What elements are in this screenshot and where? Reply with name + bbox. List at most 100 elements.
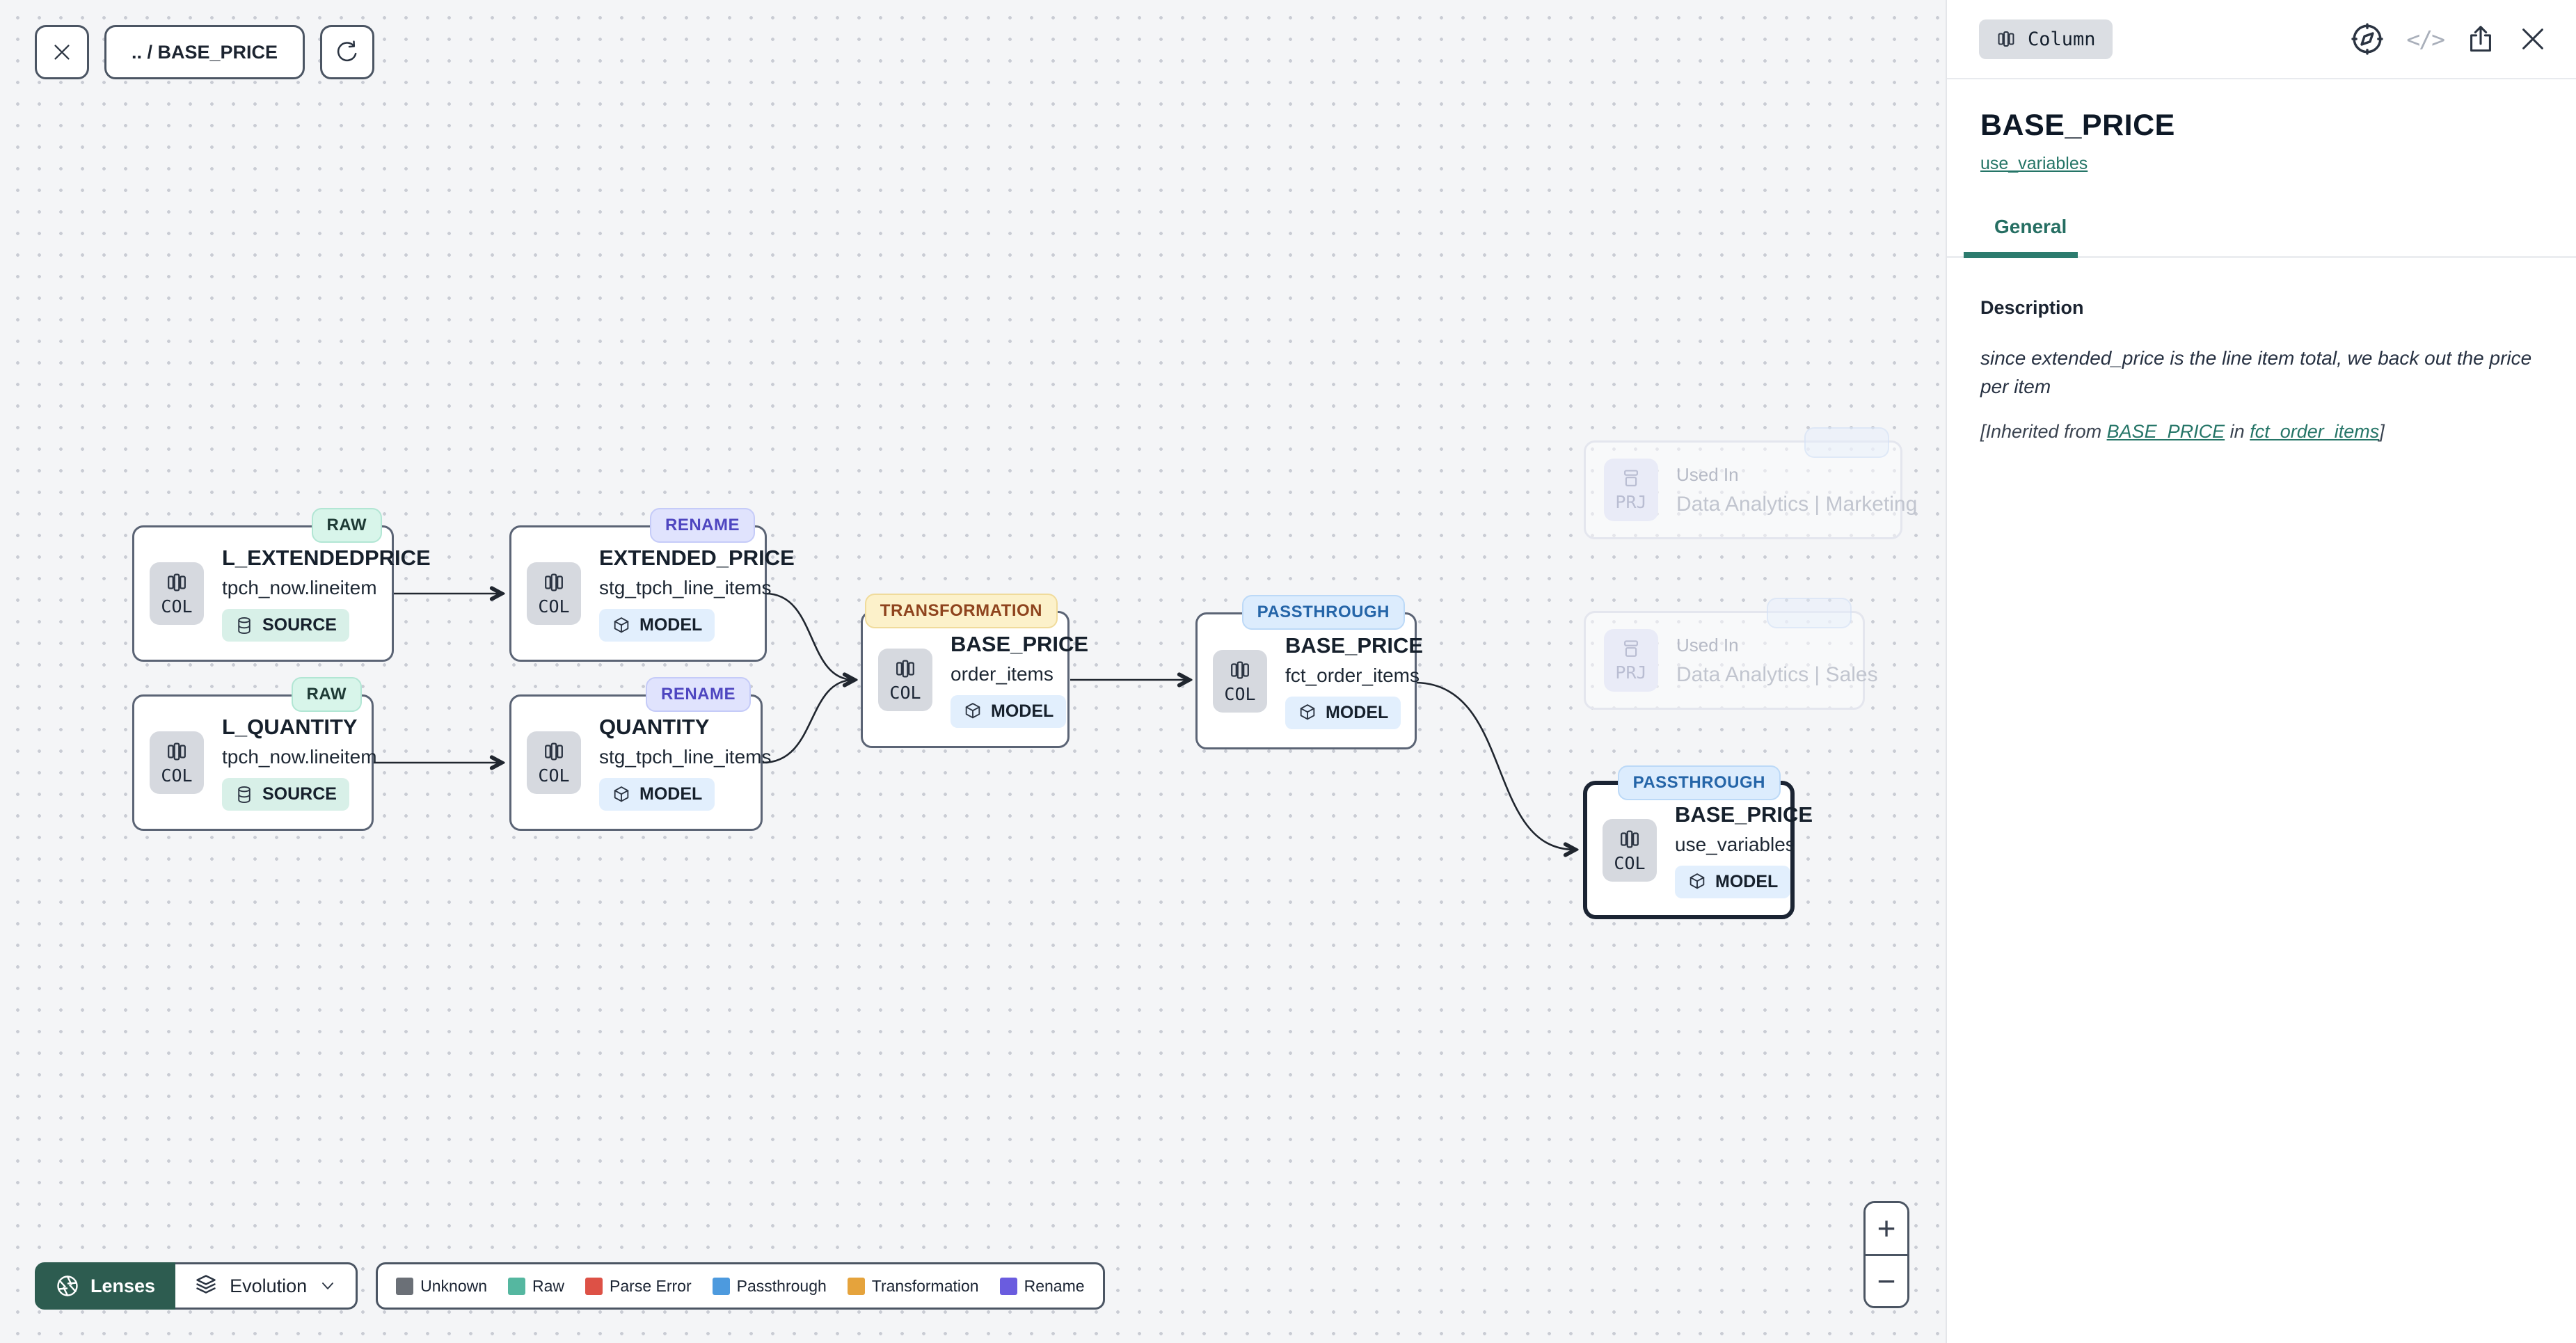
node-subtitle: order_items xyxy=(951,662,1054,685)
node-kind-chip: MODEL xyxy=(599,778,715,811)
view-code-button[interactable]: </> xyxy=(2406,25,2445,53)
breadcrumb[interactable]: .. / BASE_PRICE xyxy=(104,25,305,79)
columns-icon xyxy=(545,573,563,591)
node-l-quantity[interactable]: RAW COL L_QUANTITY tpch_now.lineitem SOU… xyxy=(132,677,377,831)
columns-icon xyxy=(545,742,563,761)
node-kind-label: MODEL xyxy=(639,784,703,804)
columns-icon xyxy=(1998,31,2014,47)
columns-icon xyxy=(168,573,186,591)
inherited-middle: in xyxy=(2225,420,2250,442)
cube-icon xyxy=(965,703,980,719)
panel-header-actions: </> xyxy=(2349,21,2548,57)
column-type-label: COL xyxy=(889,682,921,703)
legend-swatch xyxy=(508,1277,526,1295)
faded-badge xyxy=(1767,598,1852,628)
refresh-button[interactable] xyxy=(320,25,375,79)
legend-label: Raw xyxy=(532,1276,565,1295)
node-title: EXTENDED_PRICE xyxy=(599,546,795,570)
legend-label: Parse Error xyxy=(610,1276,692,1295)
share-icon xyxy=(2470,26,2491,52)
close-icon xyxy=(2522,29,2543,49)
zoom-in-button[interactable]: + xyxy=(1866,1203,1907,1254)
node-extended-price[interactable]: RENAME COL EXTENDED_PRICE stg_tpch_line_… xyxy=(509,508,795,662)
column-type-box: COL xyxy=(527,562,581,625)
inherited-prefix: [Inherited from xyxy=(1980,420,2107,442)
legend-swatch xyxy=(999,1277,1017,1295)
column-type-label: COL xyxy=(161,765,193,786)
panel-body: BASE_PRICE use_variables General Descrip… xyxy=(1947,79,2576,443)
node-l-extendedprice[interactable]: RAW COL L_EXTENDEDPRICE tpch_now.lineite… xyxy=(132,508,431,662)
node-base-price-use-variables-selected[interactable]: PASSTHROUGH COL BASE_PRICE use_variables… xyxy=(1583,765,1813,919)
inherited-column-link[interactable]: BASE_PRICE xyxy=(2106,420,2225,442)
edge-kind-badge: RENAME xyxy=(649,508,755,543)
column-type-box: COL xyxy=(878,648,932,711)
node-kind-chip: SOURCE xyxy=(222,609,349,642)
node-subtitle: tpch_now.lineitem xyxy=(222,746,377,768)
edge-kind-badge: RAW xyxy=(291,677,362,712)
edge-kind-badge: PASSTHROUGH xyxy=(1617,765,1781,800)
node-kind-chip: MODEL xyxy=(1675,865,1791,898)
column-type-box: COL xyxy=(150,731,204,794)
legend-item-rename: Rename xyxy=(999,1276,1085,1296)
bottom-controls: Lenses Evolution Unknown Raw Parse Error… xyxy=(35,1262,1105,1310)
column-type-box: COL xyxy=(150,562,204,625)
compass-icon xyxy=(2351,23,2384,55)
database-icon xyxy=(238,617,251,634)
project-type-box: PRJ xyxy=(1604,459,1658,521)
canvas-toolbar: .. / BASE_PRICE xyxy=(35,25,375,79)
node-base-price-fct-order-items[interactable]: PASSTHROUGH COL BASE_PRICE fct_order_ite… xyxy=(1195,595,1423,749)
tab-general[interactable]: General xyxy=(1964,216,2078,258)
used-in-value: Data Analytics | Marketing xyxy=(1676,492,1918,516)
legend-label: Rename xyxy=(1024,1276,1085,1295)
explore-button[interactable] xyxy=(2349,21,2385,57)
close-lineage-button[interactable] xyxy=(35,25,89,79)
legend-swatch xyxy=(585,1277,603,1295)
inherited-model-link[interactable]: fct_order_items xyxy=(2250,420,2380,442)
description-heading: Description xyxy=(1980,297,2084,318)
share-button[interactable] xyxy=(2465,23,2497,55)
edge-kind-badge: RAW xyxy=(311,508,382,543)
chevron-down-icon xyxy=(322,1282,334,1289)
used-in-label: Used In xyxy=(1676,463,1739,485)
node-kind-label: SOURCE xyxy=(262,615,337,635)
columns-icon xyxy=(896,660,914,677)
legend-label: Unknown xyxy=(420,1276,488,1295)
ghost-node-used-in-marketing[interactable]: PRJ Used In Data Analytics | Marketing xyxy=(1584,427,1917,539)
project-type-label: PRJ xyxy=(1615,662,1647,683)
used-in-label: Used In xyxy=(1676,634,1739,655)
cube-icon xyxy=(1689,873,1705,889)
node-subtitle: stg_tpch_line_items xyxy=(599,577,772,598)
node-kind-chip: SOURCE xyxy=(222,778,349,811)
node-kind-label: SOURCE xyxy=(262,784,337,804)
columns-icon xyxy=(1231,661,1249,678)
used-in-value: Data Analytics | Sales xyxy=(1676,662,1878,686)
column-type-box: COL xyxy=(1603,818,1657,882)
column-type-label: COL xyxy=(1224,683,1256,704)
node-base-price-order-items[interactable]: TRANSFORMATION COL BASE_PRICE order_item… xyxy=(861,594,1088,748)
close-panel-button[interactable] xyxy=(2518,24,2548,54)
description-text: since extended_price is the line item to… xyxy=(1980,347,2532,398)
zoom-out-button[interactable]: − xyxy=(1866,1253,1907,1306)
node-kind-label: MODEL xyxy=(639,615,703,635)
legend-item-passthrough: Passthrough xyxy=(712,1277,827,1296)
node-kind-chip: MODEL xyxy=(1285,696,1401,729)
node-kind-label: MODEL xyxy=(1715,871,1779,891)
column-type-label: COL xyxy=(1614,852,1646,873)
column-type-box: COL xyxy=(1213,649,1267,713)
cube-icon xyxy=(1300,704,1315,720)
entity-type-chip: Column xyxy=(1979,19,2113,59)
legend-swatch xyxy=(847,1277,865,1295)
lens-select-evolution[interactable]: Evolution xyxy=(175,1262,358,1310)
cube-icon xyxy=(614,617,629,633)
node-title: BASE_PRICE xyxy=(1285,633,1424,658)
column-type-label: COL xyxy=(538,596,570,617)
evolution-label: Evolution xyxy=(230,1275,308,1296)
model-link[interactable]: use_variables xyxy=(1980,154,2088,173)
node-quantity[interactable]: RENAME COL QUANTITY stg_tpch_line_items … xyxy=(509,677,771,831)
node-subtitle: use_variables xyxy=(1675,833,1795,855)
ghost-node-used-in-sales[interactable]: PRJ Used In Data Analytics | Sales xyxy=(1584,598,1878,710)
lenses-button[interactable]: Lenses xyxy=(35,1262,176,1310)
legend-label: Transformation xyxy=(871,1276,979,1295)
page-title: BASE_PRICE xyxy=(1980,109,2175,142)
legend-item-parse-error: Parse Error xyxy=(585,1277,692,1296)
